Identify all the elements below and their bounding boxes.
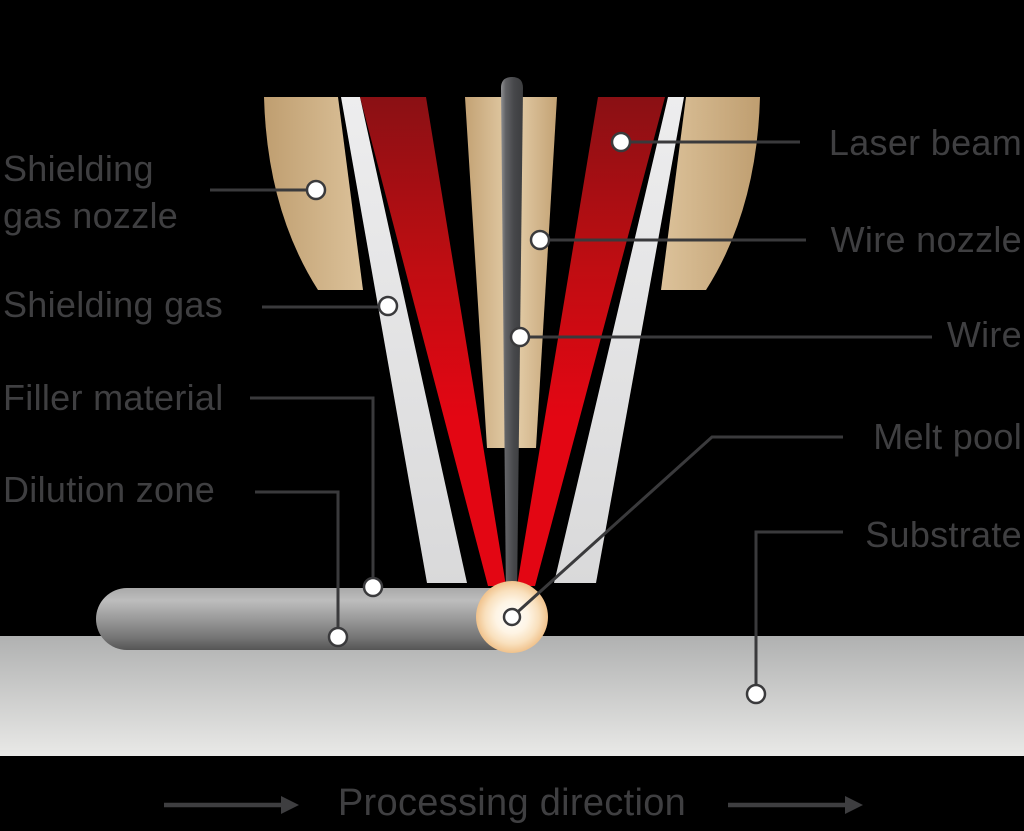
callout-dot-laser-beam (610, 131, 632, 153)
label-melt-pool: Melt pool (873, 416, 1022, 457)
label-shielding-gas-nozzle-line2: gas nozzle (3, 194, 179, 236)
arrow-right-head-icon (845, 796, 863, 814)
leader-melt-pool (510, 435, 843, 619)
label-shielding-gas-nozzle-line1: Shielding (3, 148, 154, 189)
label-wire-nozzle: Wire nozzle (830, 219, 1022, 260)
laser-beam-shape-left (360, 97, 506, 586)
callout-dot-shielding-gas (377, 295, 399, 317)
arrow-left-head-icon (281, 796, 299, 814)
filler-material-track-shape (96, 588, 505, 650)
label-shielding-gas-nozzle: Shielding gas nozzle (3, 146, 178, 240)
callout-dot-substrate (745, 683, 767, 705)
label-wire: Wire (946, 314, 1022, 355)
shielding-gas-nozzle-shape-right (661, 97, 760, 290)
laser-beam-shape-right (517, 97, 665, 586)
callout-dot-wire-nozzle (529, 229, 551, 251)
leader-filler-material (250, 396, 375, 587)
shielding-gas-band-left (341, 97, 467, 583)
label-dilution-zone: Dilution zone (3, 469, 216, 510)
callout-dot-wire (509, 326, 531, 348)
callout-dot-dilution-zone (327, 626, 349, 648)
callout-dots (305, 131, 767, 705)
leader-dilution-zone (255, 490, 340, 637)
label-laser-beam: Laser beam (828, 122, 1022, 163)
leader-substrate (754, 530, 843, 694)
label-processing-direction: Processing direction (337, 782, 687, 824)
callout-dot-melt-pool (502, 607, 522, 627)
callout-dot-filler-material (362, 576, 384, 598)
label-filler-material: Filler material (3, 377, 224, 418)
label-shielding-gas: Shielding gas (3, 284, 224, 325)
processing-direction-arrows (164, 796, 863, 814)
callout-dot-shielding-gas-nozzle (305, 179, 327, 201)
shielding-gas-band-right (554, 97, 684, 583)
callout-leader-lines (210, 140, 932, 694)
label-substrate: Substrate (865, 514, 1022, 555)
substrate-shape (0, 636, 1024, 756)
